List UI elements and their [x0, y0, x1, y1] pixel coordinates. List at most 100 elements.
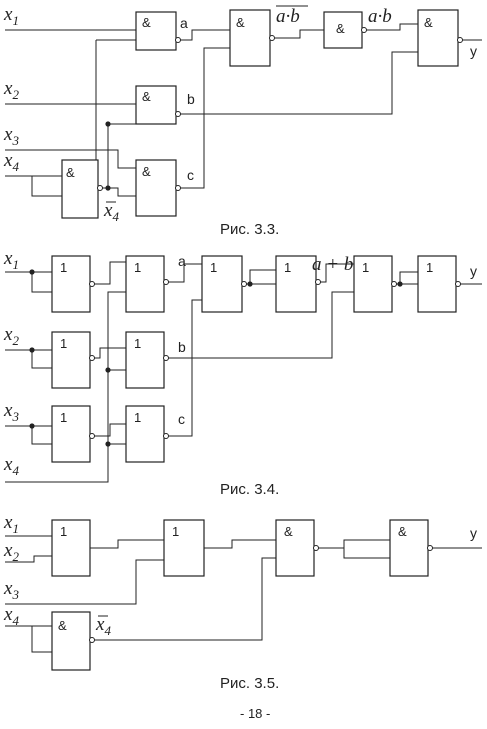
figure-3-5: 1 1 & & & x1 x2 x3 x4 x4 y Рис. 3.5.	[3, 512, 482, 692]
fig34-or-gate	[125, 331, 165, 389]
fig34-inverter-bubble	[455, 281, 461, 287]
fig33-output-label: y	[470, 43, 477, 59]
fig34-junction-dot	[105, 441, 111, 447]
fig33-junction-dot	[105, 121, 111, 127]
fig35-and-gate	[389, 519, 429, 577]
fig35-inverter-bubble	[89, 637, 95, 643]
fig33-inverter-bubble	[175, 185, 181, 191]
fig34-or-gate	[275, 255, 317, 313]
fig33-inverter-bubble	[457, 37, 463, 43]
fig33-and-gate-1	[135, 11, 177, 51]
fig34-signal-label: a	[178, 253, 186, 269]
fig34-inverter-bubble	[163, 355, 169, 361]
fig33-and-gate-inv	[61, 159, 99, 219]
fig34-junction-dot	[29, 347, 35, 353]
fig35-and-gate	[275, 519, 315, 577]
fig35-caption: Рис. 3.5.	[220, 675, 279, 692]
fig33-signal-label: b	[187, 91, 195, 107]
fig34-gate-symbol: 1	[210, 260, 217, 275]
fig35-gate-symbol: 1	[172, 524, 179, 539]
fig33-expression: a·b	[276, 6, 300, 27]
fig35-gate-symbol: 1	[60, 524, 67, 539]
fig34-inverter-bubble	[163, 433, 169, 439]
fig34-output-label: y	[470, 263, 477, 279]
fig35-gate-symbol: &	[284, 524, 293, 539]
fig34-gate-symbol: 1	[60, 260, 67, 275]
fig35-inverted-input-label: x4	[95, 614, 111, 638]
fig33-inverter-bubble	[269, 35, 275, 41]
fig35-gate-symbol: &	[58, 618, 67, 633]
figure-3-3: & & & & & & & a b c a·b a·b x1 x2 x3 x4 …	[3, 4, 482, 238]
fig35-input-label: x2	[3, 540, 19, 564]
fig33-caption: Рис. 3.3.	[220, 221, 279, 238]
fig33-gate-symbol: &	[66, 165, 75, 180]
fig35-input-label: x4	[3, 604, 19, 628]
fig34-or-gate	[417, 255, 457, 313]
fig34-junction-dot	[29, 269, 35, 275]
fig34-gate-symbol: 1	[426, 260, 433, 275]
fig34-inverter-bubble	[391, 281, 397, 287]
fig34-junction-dot	[29, 423, 35, 429]
fig34-or-gate	[51, 405, 91, 463]
fig34-inverter-bubble	[315, 279, 321, 285]
fig34-signal-label: b	[178, 339, 186, 355]
fig33-junction-dot	[105, 185, 111, 191]
fig34-gate-symbol: 1	[284, 260, 291, 275]
fig34-or-gate	[125, 255, 165, 313]
fig34-gate-symbol: 1	[362, 260, 369, 275]
fig34-signal-label: c	[178, 411, 185, 427]
fig34-or-gate	[201, 255, 243, 313]
fig33-signal-label: a	[180, 15, 188, 31]
fig34-inverter-bubble	[89, 355, 95, 361]
fig34-or-gate	[353, 255, 393, 313]
fig33-inverter-bubble	[97, 185, 103, 191]
figure-3-4: 1 1 1 1 1 1 1 1 1 1 a b c a + b x1 x2 x3…	[3, 248, 482, 498]
fig34-inverter-bubble	[89, 281, 95, 287]
fig35-and-gate-inv	[51, 611, 91, 671]
fig35-gate-symbol: &	[398, 524, 407, 539]
fig33-inverter-bubble	[361, 27, 367, 33]
fig33-gate-symbol: &	[336, 21, 345, 36]
fig33-input-label: x4	[3, 150, 19, 174]
fig34-expression: a + b	[312, 254, 353, 275]
fig35-output-label: y	[470, 525, 477, 541]
fig33-and-gate-2	[135, 85, 177, 125]
fig33-input-label: x2	[3, 78, 19, 102]
fig33-input-label: x1	[3, 4, 19, 28]
fig34-inverter-bubble	[241, 281, 247, 287]
fig34-junction-dot	[105, 367, 111, 373]
fig34-caption: Рис. 3.4.	[220, 481, 279, 498]
fig34-gate-symbol: 1	[134, 336, 141, 351]
fig33-gate-symbol: &	[424, 15, 433, 30]
fig33-and-gate-6	[417, 9, 459, 67]
fig33-gate-symbol: &	[142, 15, 151, 30]
fig35-input-label: x3	[3, 578, 19, 602]
fig34-or-gate	[51, 255, 91, 313]
fig33-inverter-bubble	[175, 111, 181, 117]
fig34-inverter-bubble	[163, 279, 169, 285]
fig33-input-label: x3	[3, 124, 19, 148]
fig34-input-label: x4	[3, 454, 19, 478]
fig34-gate-symbol: 1	[60, 410, 67, 425]
fig33-and-gate-3	[135, 159, 177, 217]
fig35-inverter-bubble	[427, 545, 433, 551]
fig35-or-gate	[51, 519, 91, 577]
fig35-wires	[5, 535, 482, 653]
fig35-inverter-bubble	[313, 545, 319, 551]
fig34-or-gate	[51, 331, 91, 389]
fig34-gate-symbol: 1	[134, 260, 141, 275]
fig34-junction-dot	[247, 281, 253, 287]
fig33-signal-label: c	[187, 167, 194, 183]
fig33-expression: a·b	[368, 6, 392, 27]
page-number: - 18 -	[240, 706, 270, 721]
fig33-gate-symbol: &	[142, 164, 151, 179]
fig34-input-label: x3	[3, 400, 19, 424]
fig33-inverter-bubble	[175, 37, 181, 43]
fig33-gate-symbol: &	[142, 89, 151, 104]
fig35-or-gate	[163, 519, 205, 577]
fig34-input-label: x1	[3, 248, 19, 272]
fig33-wires	[5, 23, 482, 197]
fig35-input-label: x1	[3, 512, 19, 536]
fig34-junction-dot	[397, 281, 403, 287]
